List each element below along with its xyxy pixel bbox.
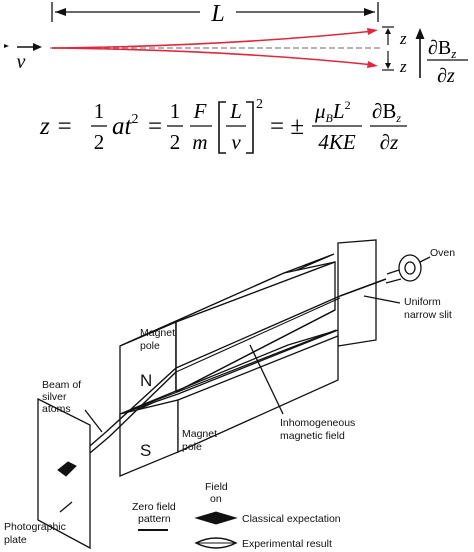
upper-trajectory (51, 30, 375, 49)
classical-expectation-marker (194, 511, 238, 525)
beam-label-line2: silver (42, 391, 67, 403)
deflection-lower-arrowhead (385, 63, 391, 69)
eq-frac3-den: m (192, 130, 207, 154)
slit-label-line2: narrow slit (404, 309, 452, 321)
trajectory-diagram: L v z z ∂Bz ∂z (4, 1, 468, 87)
eq-bracket-right (246, 101, 254, 154)
plate-leader (59, 501, 73, 513)
experimental-result-label: Experimental result (242, 538, 332, 550)
slit-plate (337, 239, 377, 347)
bottom-magnet-label-line1: Magnet (182, 428, 217, 440)
plate-pattern (57, 461, 77, 477)
gradient-numerator: ∂Bz (428, 37, 456, 61)
eq-equals-2: = (148, 113, 162, 140)
lower-trajectory-arrowhead (367, 61, 378, 68)
south-magnet (119, 329, 339, 477)
north-magnet (119, 253, 336, 420)
apparatus-diagram (37, 239, 431, 550)
velocity-arrowhead (33, 43, 42, 51)
beam-leader (84, 409, 103, 433)
eq-frac3-num: F (193, 99, 207, 123)
apparatus-labels: Oven Uniform narrow slit Magnet pole N S… (4, 247, 455, 546)
beam-label-line1: Beam of (42, 379, 81, 391)
eq-equals-pm: = ± (270, 113, 304, 140)
upper-trajectory-arrowhead (367, 28, 378, 35)
legend-field-on-line1: Field (205, 481, 228, 493)
eq-bracket-num: L (229, 99, 242, 123)
eq-frac1-num: 1 (94, 99, 105, 123)
legend: Field on Zero field pattern Classical ex… (132, 481, 341, 550)
eq-frac4-num: μBL2 (314, 98, 351, 125)
plate-label-line2: plate (4, 534, 27, 546)
eq-frac4-den: 4KE (318, 130, 356, 154)
magnet-gap-edge (175, 309, 336, 393)
deflection-label-upper: z (399, 29, 407, 48)
eq-bracket-exponent: 2 (256, 97, 263, 112)
beam-in-magnet-gap-lower (175, 297, 341, 373)
eq-at2: at2 (112, 112, 138, 140)
velocity-label: v (17, 51, 26, 73)
gradient-denominator: ∂z (437, 65, 455, 87)
deflection-upper-arrowhead (385, 28, 391, 34)
south-magnet-side-face (177, 335, 339, 454)
deflection-equation: z = 1 2 at2 = 1 2 F m L v 2 = ± μBL2 4KE… (39, 97, 407, 154)
south-magnet-groove (129, 329, 337, 411)
length-arrowhead-left (55, 8, 66, 16)
eq-bracket-den: v (231, 130, 241, 154)
eq-frac2-den: 2 (170, 130, 181, 154)
beam-through-slit (339, 278, 387, 297)
oven-label: Oven (430, 247, 455, 259)
field-label-line2: magnetic field (280, 430, 345, 442)
field-label-line1: Inhomogeneous (280, 417, 355, 429)
beam-label-line3: atoms (42, 403, 71, 415)
eq-frac5-den: ∂z (380, 130, 399, 154)
length-label: L (210, 1, 224, 27)
south-pole-label: S (140, 441, 151, 460)
legend-zero-field-line1: Zero field (132, 501, 176, 513)
top-magnet-label-line2: pole (140, 340, 160, 352)
field-leader (249, 344, 284, 415)
north-pole-label: N (140, 371, 152, 390)
slit-leader (363, 295, 401, 304)
top-magnet-label-line1: Magnet (140, 327, 175, 339)
eq-frac2-num: 1 (170, 99, 181, 123)
beam-in-magnet-gap (175, 295, 341, 369)
legend-field-on-line2: on (210, 493, 222, 505)
plate-label-line1: Photographic (4, 521, 66, 533)
oven (385, 254, 422, 284)
lower-trajectory (51, 47, 375, 66)
length-arrowhead-right (364, 8, 375, 16)
deflection-label-lower: z (399, 57, 407, 76)
beam-dot (4, 44, 9, 48)
eq-frac1-den: 2 (94, 130, 105, 154)
slit-label-line1: Uniform (404, 296, 441, 308)
eq-lhs: z = (39, 113, 73, 140)
oven-leader (419, 256, 431, 263)
eq-frac5-num: ∂Bz (372, 99, 401, 125)
gradient-arrowhead (415, 28, 425, 39)
eq-bracket-left (218, 101, 226, 154)
legend-zero-field-line2: pattern (138, 513, 171, 525)
classical-expectation-label: Classical expectation (242, 513, 341, 525)
bottom-magnet-label-line2: pole (182, 441, 202, 453)
